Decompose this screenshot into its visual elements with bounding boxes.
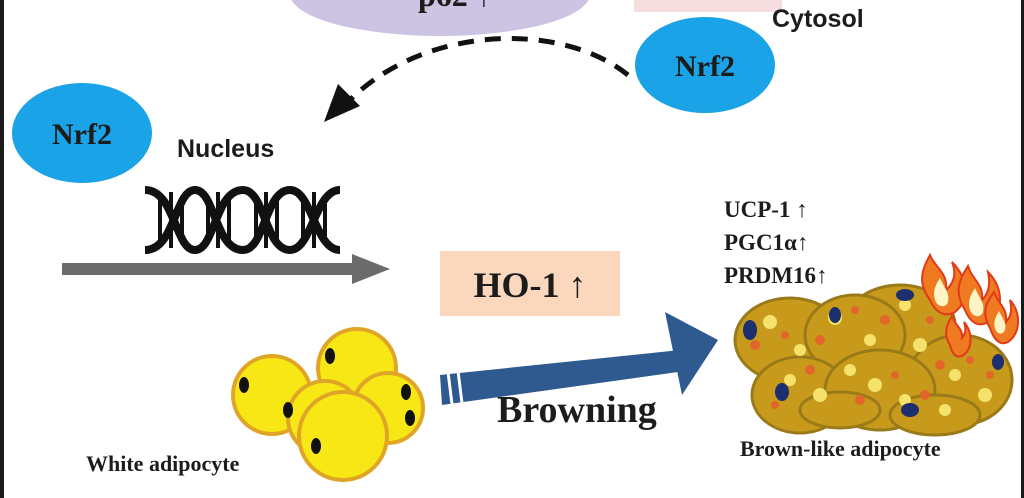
browning-label: Browning [497, 389, 657, 431]
marker-ucp1: UCP-1 ↑ [724, 197, 808, 222]
brown-adipocyte-label: Brown-like adipocyte [740, 436, 941, 461]
p62-ellipse [291, 0, 589, 36]
ho1-box [440, 251, 620, 316]
dna-helix-icon [144, 185, 341, 255]
white-adipocyte-cluster [231, 327, 425, 482]
p62-label: p62 ↑ [418, 0, 492, 13]
ho1-label: HO-1 ↑ [474, 265, 587, 305]
nrf2-cytosol-label: Nrf2 [675, 50, 735, 83]
nrf2-cytosol-ellipse [635, 17, 775, 113]
marker-prdm16: PRDM16↑ [724, 263, 827, 288]
transcription-arrow-shaft [62, 263, 358, 275]
translocation-dashed-arrow [343, 36, 630, 107]
brown-adipocyte-cluster [733, 283, 1014, 437]
top-pink-box [634, 0, 782, 12]
marker-pgc1a: PGC1α↑ [724, 230, 808, 255]
browning-arrow-icon [440, 312, 718, 405]
nucleus-label: Nucleus [177, 135, 274, 163]
nrf2-nucleus-label: Nrf2 [52, 118, 112, 151]
translocation-arrowhead [324, 84, 360, 122]
left-border [0, 0, 4, 498]
white-adipocyte-label: White adipocyte [86, 451, 240, 476]
nrf2-nucleus-ellipse [12, 83, 152, 183]
right-border [1021, 0, 1024, 498]
flame-icon [921, 252, 1019, 358]
transcription-arrowhead [352, 254, 390, 284]
cytosol-label: Cytosol [772, 5, 864, 33]
